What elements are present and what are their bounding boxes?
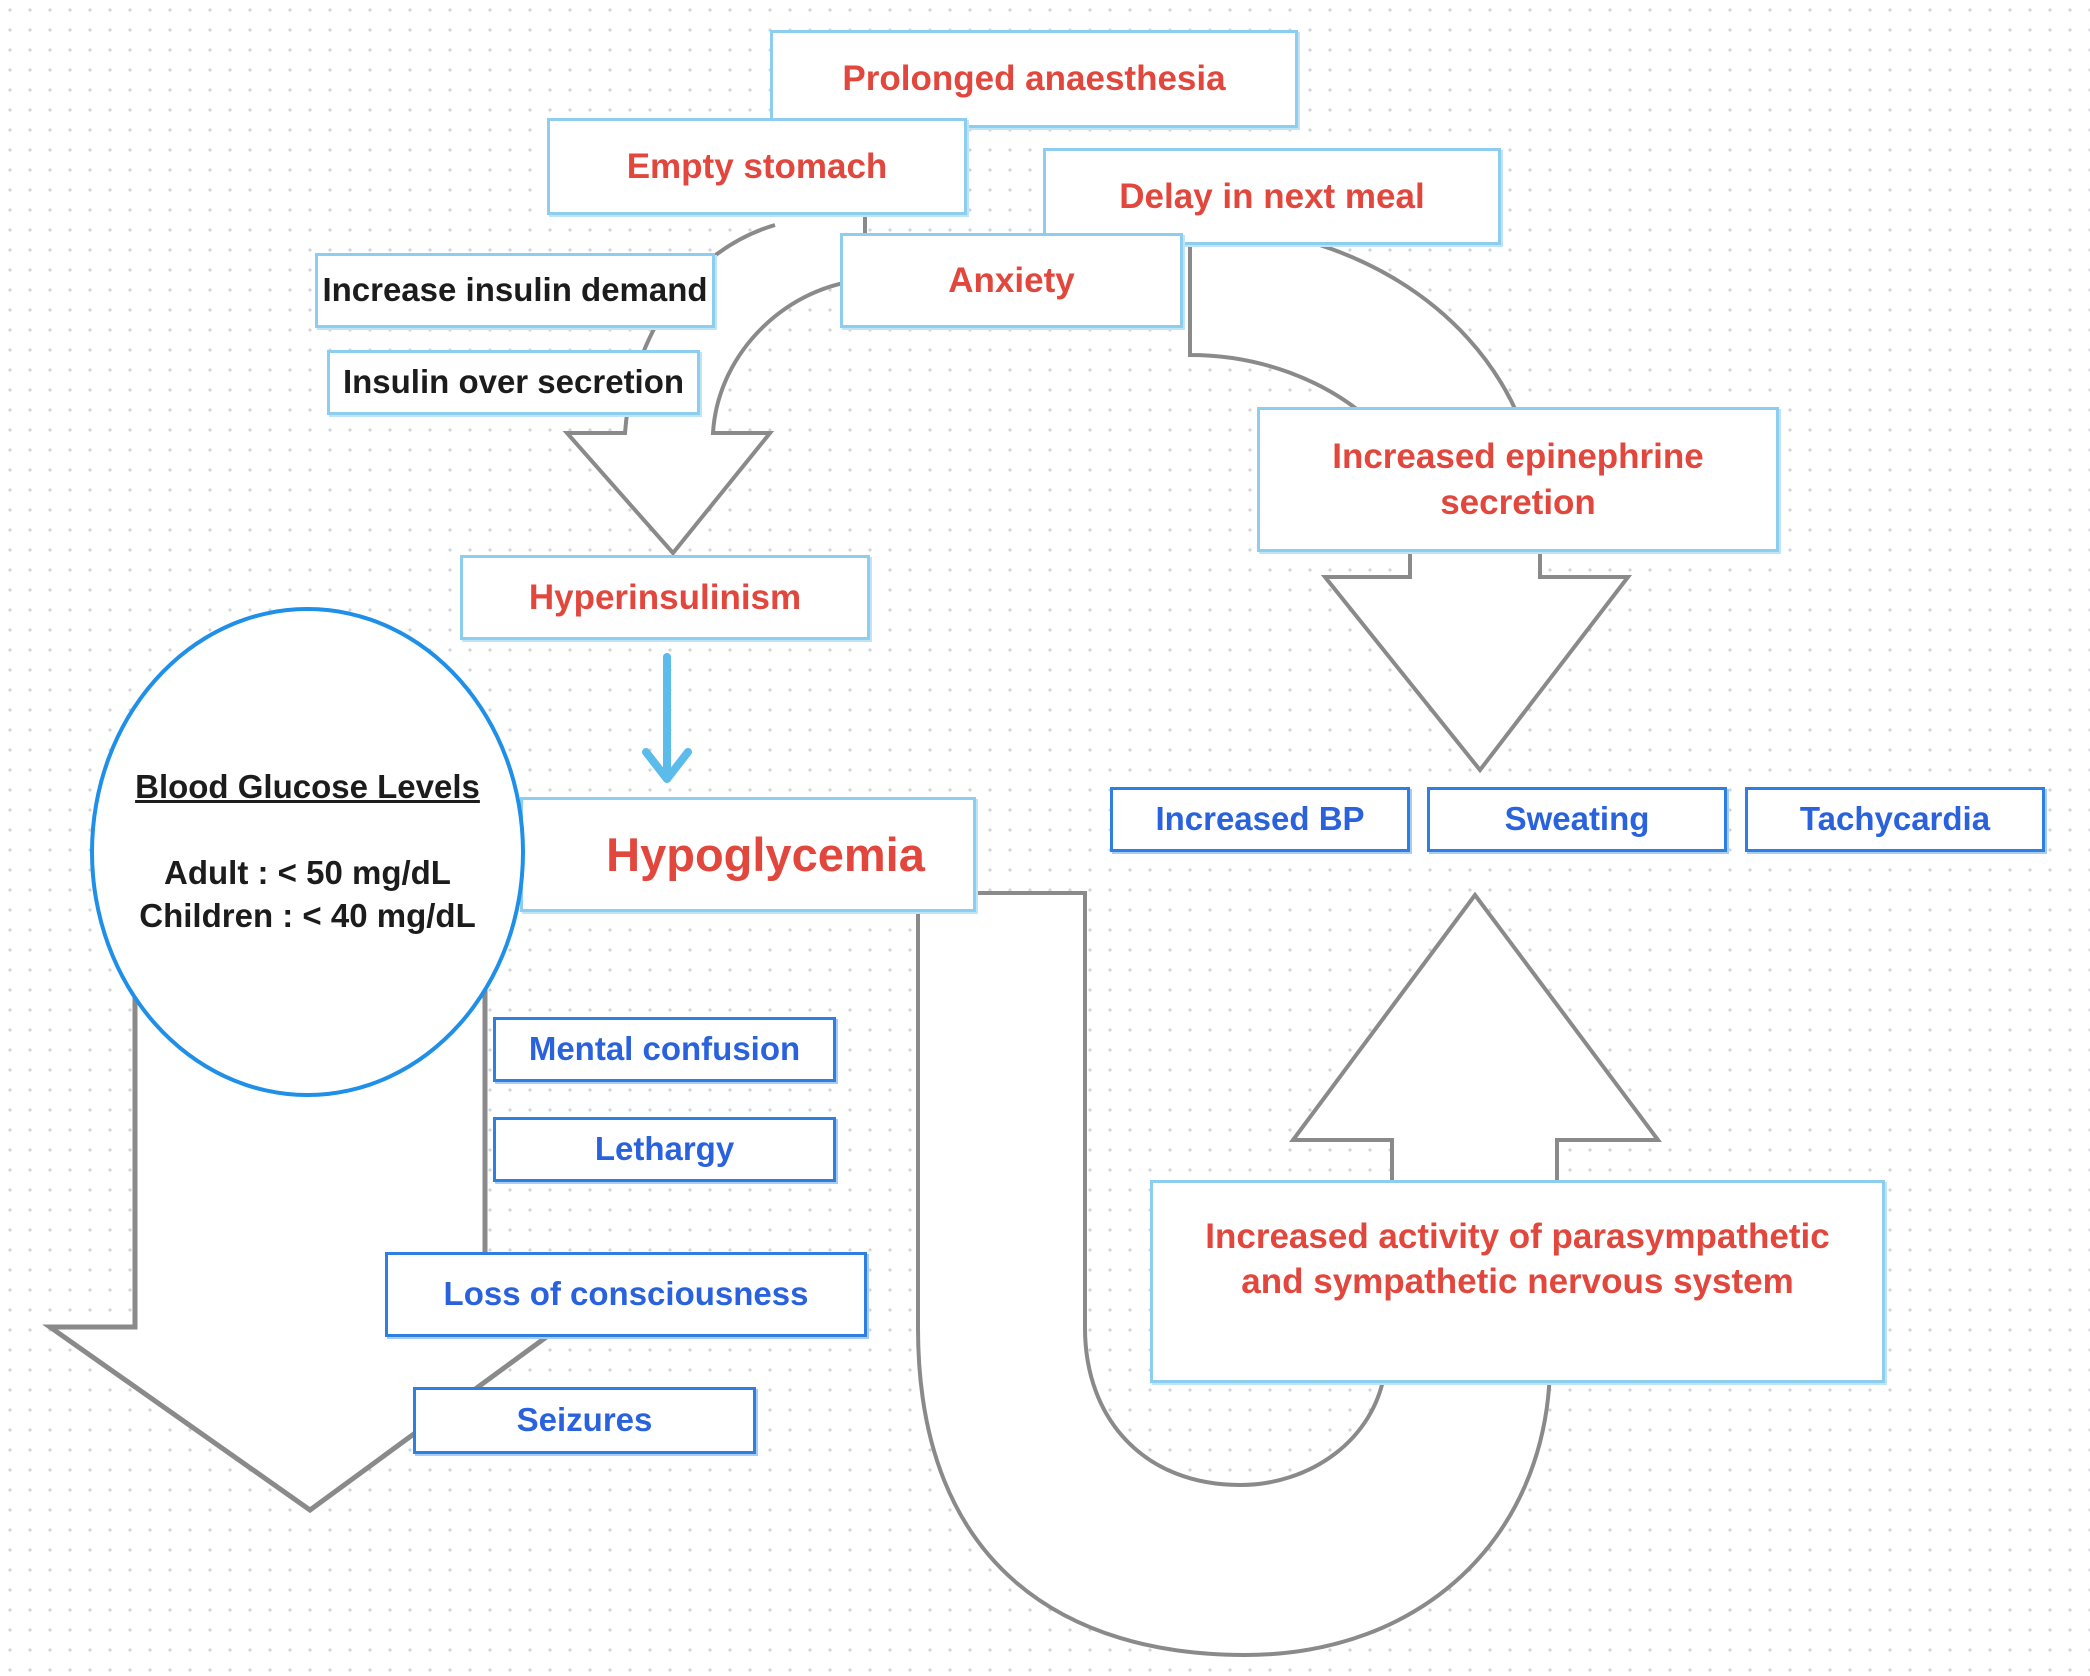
arrow-hyperinsulinism-to-hypoglycemia: [642, 653, 692, 783]
mental-confusion-box: Mental confusion: [493, 1017, 836, 1082]
lethargy-label: Lethargy: [594, 1130, 735, 1168]
arrow-hypoglycemia-to-nervous-system: [916, 891, 1553, 1658]
arrow-delay-to-epinephrine: [1188, 222, 1524, 422]
increased-bp-box: Increased BP: [1110, 787, 1410, 852]
lethargy-box: Lethargy: [493, 1117, 836, 1182]
increased-bp-label: Increased BP: [1155, 800, 1365, 838]
loss-of-consciousness-box: Loss of consciousness: [385, 1252, 867, 1337]
anxiety-box: Anxiety: [840, 233, 1183, 328]
children-glucose-level: Children : < 40 mg/dL: [139, 896, 476, 934]
prolonged-anaesthesia-box: Prolonged anaesthesia: [770, 30, 1298, 128]
blood-glucose-heading: Blood Glucose Levels: [135, 768, 480, 806]
arrow-epinephrine-to-symptoms: [1320, 543, 1633, 774]
sweating-label: Sweating: [1504, 800, 1650, 838]
seizures-box: Seizures: [413, 1387, 756, 1454]
epinephrine-secretion-box: Increased epinephrine secretion: [1257, 407, 1779, 552]
hyperinsulinism-box: Hyperinsulinism: [460, 555, 870, 640]
insulin-over-secretion-box: Insulin over secretion: [327, 350, 700, 415]
blood-glucose-levels-circle: Blood Glucose Levels Adult : < 50 mg/dL …: [90, 607, 525, 1097]
mental-confusion-label: Mental confusion: [528, 1030, 801, 1068]
seizures-label: Seizures: [516, 1401, 653, 1439]
arrow-nervous-system-to-symptoms: [1289, 891, 1662, 1187]
increase-insulin-demand-box: Increase insulin demand: [315, 253, 715, 328]
nervous-system-activity-box: Increased activity of parasympathetic an…: [1150, 1180, 1885, 1383]
hypoglycemia-label: Hypoglycemia: [606, 827, 925, 881]
sweating-box: Sweating: [1427, 787, 1727, 852]
delay-in-next-meal-box: Delay in next meal: [1043, 148, 1501, 245]
adult-glucose-level: Adult : < 50 mg/dL: [164, 854, 451, 892]
hypoglycemia-box: Hypoglycemia: [520, 797, 976, 912]
tachycardia-box: Tachycardia: [1745, 787, 2045, 852]
prolonged-anaesthesia-label: Prolonged anaesthesia: [842, 59, 1226, 99]
empty-stomach-label: Empty stomach: [626, 146, 888, 186]
nervous-system-activity-label: Increased activity of parasympathetic an…: [1205, 1216, 1830, 1302]
increase-insulin-demand-label: Increase insulin demand: [322, 271, 708, 309]
empty-stomach-box: Empty stomach: [547, 118, 967, 215]
loss-of-consciousness-label: Loss of consciousness: [443, 1275, 809, 1313]
anxiety-label: Anxiety: [948, 260, 1075, 300]
epinephrine-secretion-label: Increased epinephrine secretion: [1332, 437, 1704, 522]
hyperinsulinism-label: Hyperinsulinism: [528, 577, 802, 617]
tachycardia-label: Tachycardia: [1799, 800, 1991, 838]
insulin-over-secretion-label: Insulin over secretion: [342, 363, 685, 401]
delay-in-next-meal-label: Delay in next meal: [1119, 176, 1425, 216]
